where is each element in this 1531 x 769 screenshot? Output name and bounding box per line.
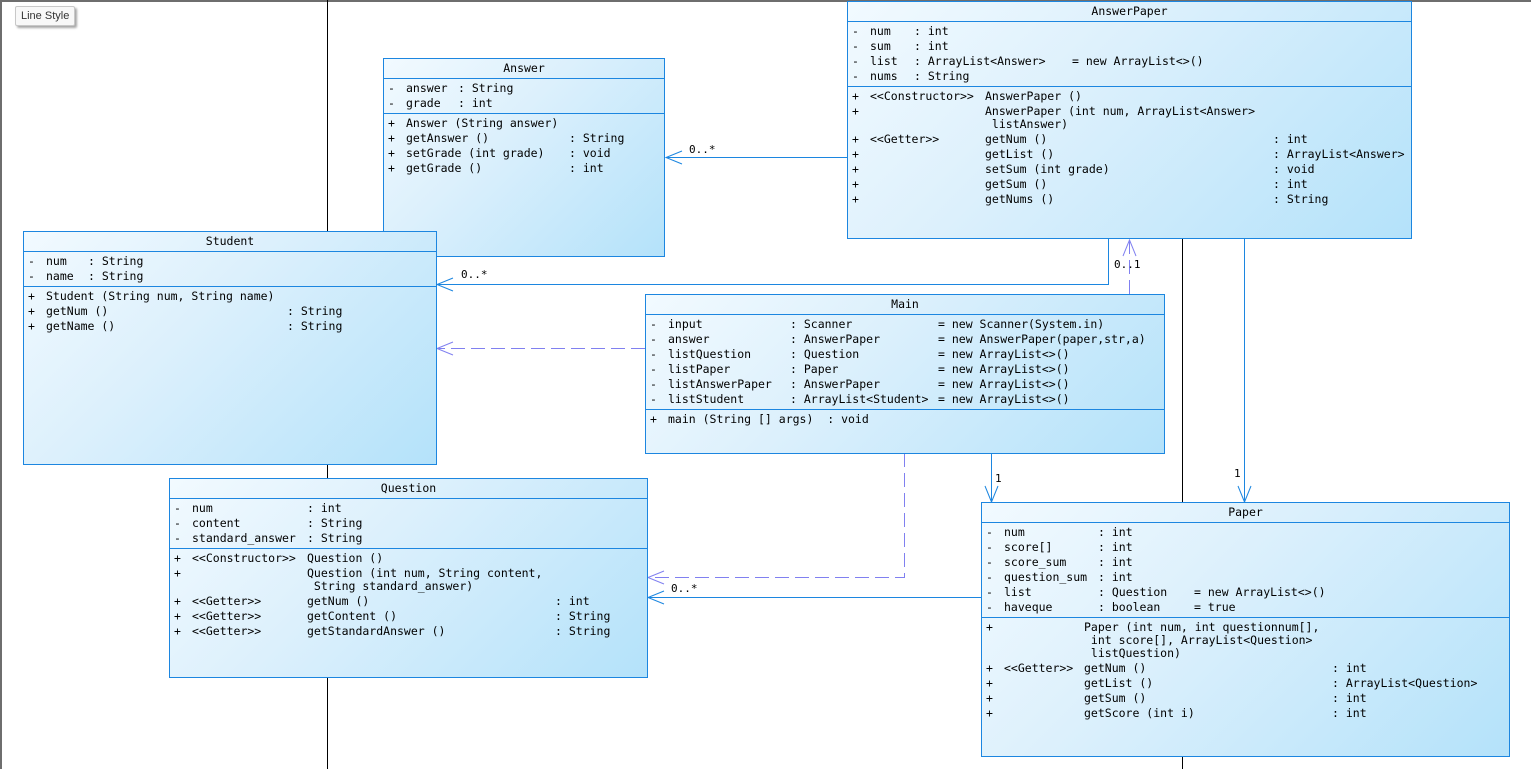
dep-main-answerpaper[interactable]: [1122, 238, 1137, 294]
assoc-answerpaper-student[interactable]: [435, 238, 1109, 292]
multiplicity-main-answerpaper: 0..1: [1114, 258, 1141, 271]
operations-section: +Answer (String answer) +getAnswer (): S…: [384, 114, 664, 178]
attribute-row[interactable]: -num: String: [28, 254, 144, 268]
operation-row[interactable]: +getName (): String: [28, 319, 343, 333]
operation-row[interactable]: +<<Getter>>getNum (): int: [174, 594, 590, 608]
attribute-row[interactable]: -list: Question= new ArrayList<>(): [986, 585, 1326, 599]
attributes-section: -num: int -sum: int -list: ArrayList<Ans…: [848, 22, 1411, 87]
attribute-row[interactable]: -question_sum: int: [986, 570, 1133, 584]
attribute-row[interactable]: -nums: String: [852, 69, 970, 83]
multiplicity-answerpaper-answer: 0..*: [689, 143, 716, 156]
dep-main-student[interactable]: [435, 341, 645, 356]
operation-row[interactable]: +<<Constructor>>AnswerPaper (): [852, 89, 1082, 103]
attribute-row[interactable]: -answer: AnswerPaper= new AnswerPaper(pa…: [650, 332, 1146, 346]
operations-section: +<<Constructor>>AnswerPaper () +AnswerPa…: [848, 87, 1411, 209]
operation-row[interactable]: +Answer (String answer): [388, 116, 559, 130]
class-name: Paper: [982, 503, 1509, 523]
attribute-row[interactable]: -name: String: [28, 269, 144, 283]
class-answerpaper[interactable]: AnswerPaper -num: int -sum: int -list: A…: [847, 1, 1412, 239]
operation-row[interactable]: +setGrade (int grade): void: [388, 146, 611, 160]
class-name: Student: [24, 232, 436, 252]
class-name: Main: [646, 295, 1164, 315]
operation-row[interactable]: +<<Constructor>>Question (): [174, 551, 384, 565]
line-style-button[interactable]: Line Style: [15, 6, 76, 26]
class-name: AnswerPaper: [848, 2, 1411, 22]
attribute-row[interactable]: -content: String: [174, 516, 363, 530]
operations-section: +Paper (int num, int questionnum[], int …: [982, 618, 1509, 723]
operation-row[interactable]: +getNum (): String: [28, 304, 343, 318]
attributes-section: -input: Scanner= new Scanner(System.in) …: [646, 315, 1164, 410]
attribute-row[interactable]: -input: Scanner= new Scanner(System.in): [650, 317, 1105, 331]
operation-row[interactable]: +main (String [] args) : void: [650, 412, 869, 426]
class-answer[interactable]: Answer -answer: String -grade: int +Answ…: [383, 58, 665, 257]
operation-row[interactable]: +Student (String num, String name): [28, 289, 275, 303]
assoc-answerpaper-answer[interactable]: [664, 150, 848, 165]
attributes-section: -num: String -name: String: [24, 252, 436, 287]
attributes-section: -answer: String -grade: int: [384, 79, 664, 114]
attribute-row[interactable]: -haveque: boolean= true: [986, 600, 1236, 614]
attribute-row[interactable]: -score[]: int: [986, 540, 1133, 554]
canvas-top-border: [0, 0, 1531, 2]
class-name: Answer: [384, 59, 664, 79]
class-question[interactable]: Question -num: int -content: String -sta…: [169, 478, 648, 678]
attribute-row[interactable]: -listAnswerPaper: AnswerPaper= new Array…: [650, 377, 1070, 391]
operations-section: +Student (String num, String name) +getN…: [24, 287, 436, 336]
operation-row[interactable]: +getList (): ArrayList<Answer>: [852, 147, 1405, 161]
operation-row[interactable]: +Question (int num, String content, Stri…: [174, 566, 543, 593]
operation-row[interactable]: +getNums (): String: [852, 192, 1329, 206]
attribute-row[interactable]: -listStudent: ArrayList<Student>= new Ar…: [650, 392, 1070, 406]
attribute-row[interactable]: -num: int: [852, 24, 949, 38]
dep-main-question[interactable]: [646, 453, 905, 585]
attribute-row[interactable]: -standard_answer: String: [174, 531, 363, 545]
operation-row[interactable]: +getGrade (): int: [388, 161, 604, 175]
operation-row[interactable]: +getSum (): int: [986, 691, 1367, 705]
canvas-left-border: [0, 0, 2, 769]
multiplicity-main-paper: 1: [995, 472, 1002, 485]
attribute-row[interactable]: -num: int: [174, 501, 342, 515]
operation-row[interactable]: +<<Getter>>getNum (): int: [852, 132, 1308, 146]
class-student[interactable]: Student -num: String -name: String +Stud…: [23, 231, 437, 465]
class-name: Question: [170, 479, 647, 499]
assoc-paper-question[interactable]: [646, 590, 982, 605]
attribute-row[interactable]: -list: ArrayList<Answer>= new ArrayList<…: [852, 54, 1204, 68]
attribute-row[interactable]: -sum: int: [852, 39, 949, 53]
attributes-section: -num: int -score[]: int -score_sum: int …: [982, 523, 1509, 618]
multiplicity-answerpaper-paper: 1: [1234, 467, 1241, 480]
operation-row[interactable]: +<<Getter>>getContent (): String: [174, 609, 611, 623]
operation-row[interactable]: +Paper (int num, int questionnum[], int …: [986, 620, 1320, 660]
operation-row[interactable]: +AnswerPaper (int num, ArrayList<Answer>…: [852, 104, 1256, 131]
operations-section: +main (String [] args) : void: [646, 410, 1164, 429]
operation-row[interactable]: +<<Getter>>getStandardAnswer (): String: [174, 624, 611, 638]
operation-row[interactable]: +getScore (int i): int: [986, 706, 1367, 720]
attribute-row[interactable]: -score_sum: int: [986, 555, 1133, 569]
class-paper[interactable]: Paper -num: int -score[]: int -score_sum…: [981, 502, 1510, 757]
attribute-row[interactable]: -grade: int: [388, 96, 493, 110]
class-main[interactable]: Main -input: Scanner= new Scanner(System…: [645, 294, 1165, 454]
operation-row[interactable]: +<<Getter>>getNum (): int: [986, 661, 1367, 675]
attributes-section: -num: int -content: String -standard_ans…: [170, 499, 647, 549]
attribute-row[interactable]: -listQuestion: Question= new ArrayList<>…: [650, 347, 1070, 361]
attribute-row[interactable]: -listPaper: Paper= new ArrayList<>(): [650, 362, 1070, 376]
operation-row[interactable]: +getList (): ArrayList<Question>: [986, 676, 1478, 690]
multiplicity-paper-question: 0..*: [671, 582, 698, 595]
assoc-answerpaper-paper[interactable]: [1237, 238, 1252, 504]
operation-row[interactable]: +getAnswer (): String: [388, 131, 625, 145]
attribute-row[interactable]: -answer: String: [388, 81, 514, 95]
operation-row[interactable]: +setSum (int grade): void: [852, 162, 1315, 176]
operation-row[interactable]: +getSum (): int: [852, 177, 1308, 191]
multiplicity-answerpaper-student: 0..*: [461, 268, 488, 281]
operations-section: +<<Constructor>>Question () +Question (i…: [170, 549, 647, 641]
attribute-row[interactable]: -num: int: [986, 525, 1133, 539]
